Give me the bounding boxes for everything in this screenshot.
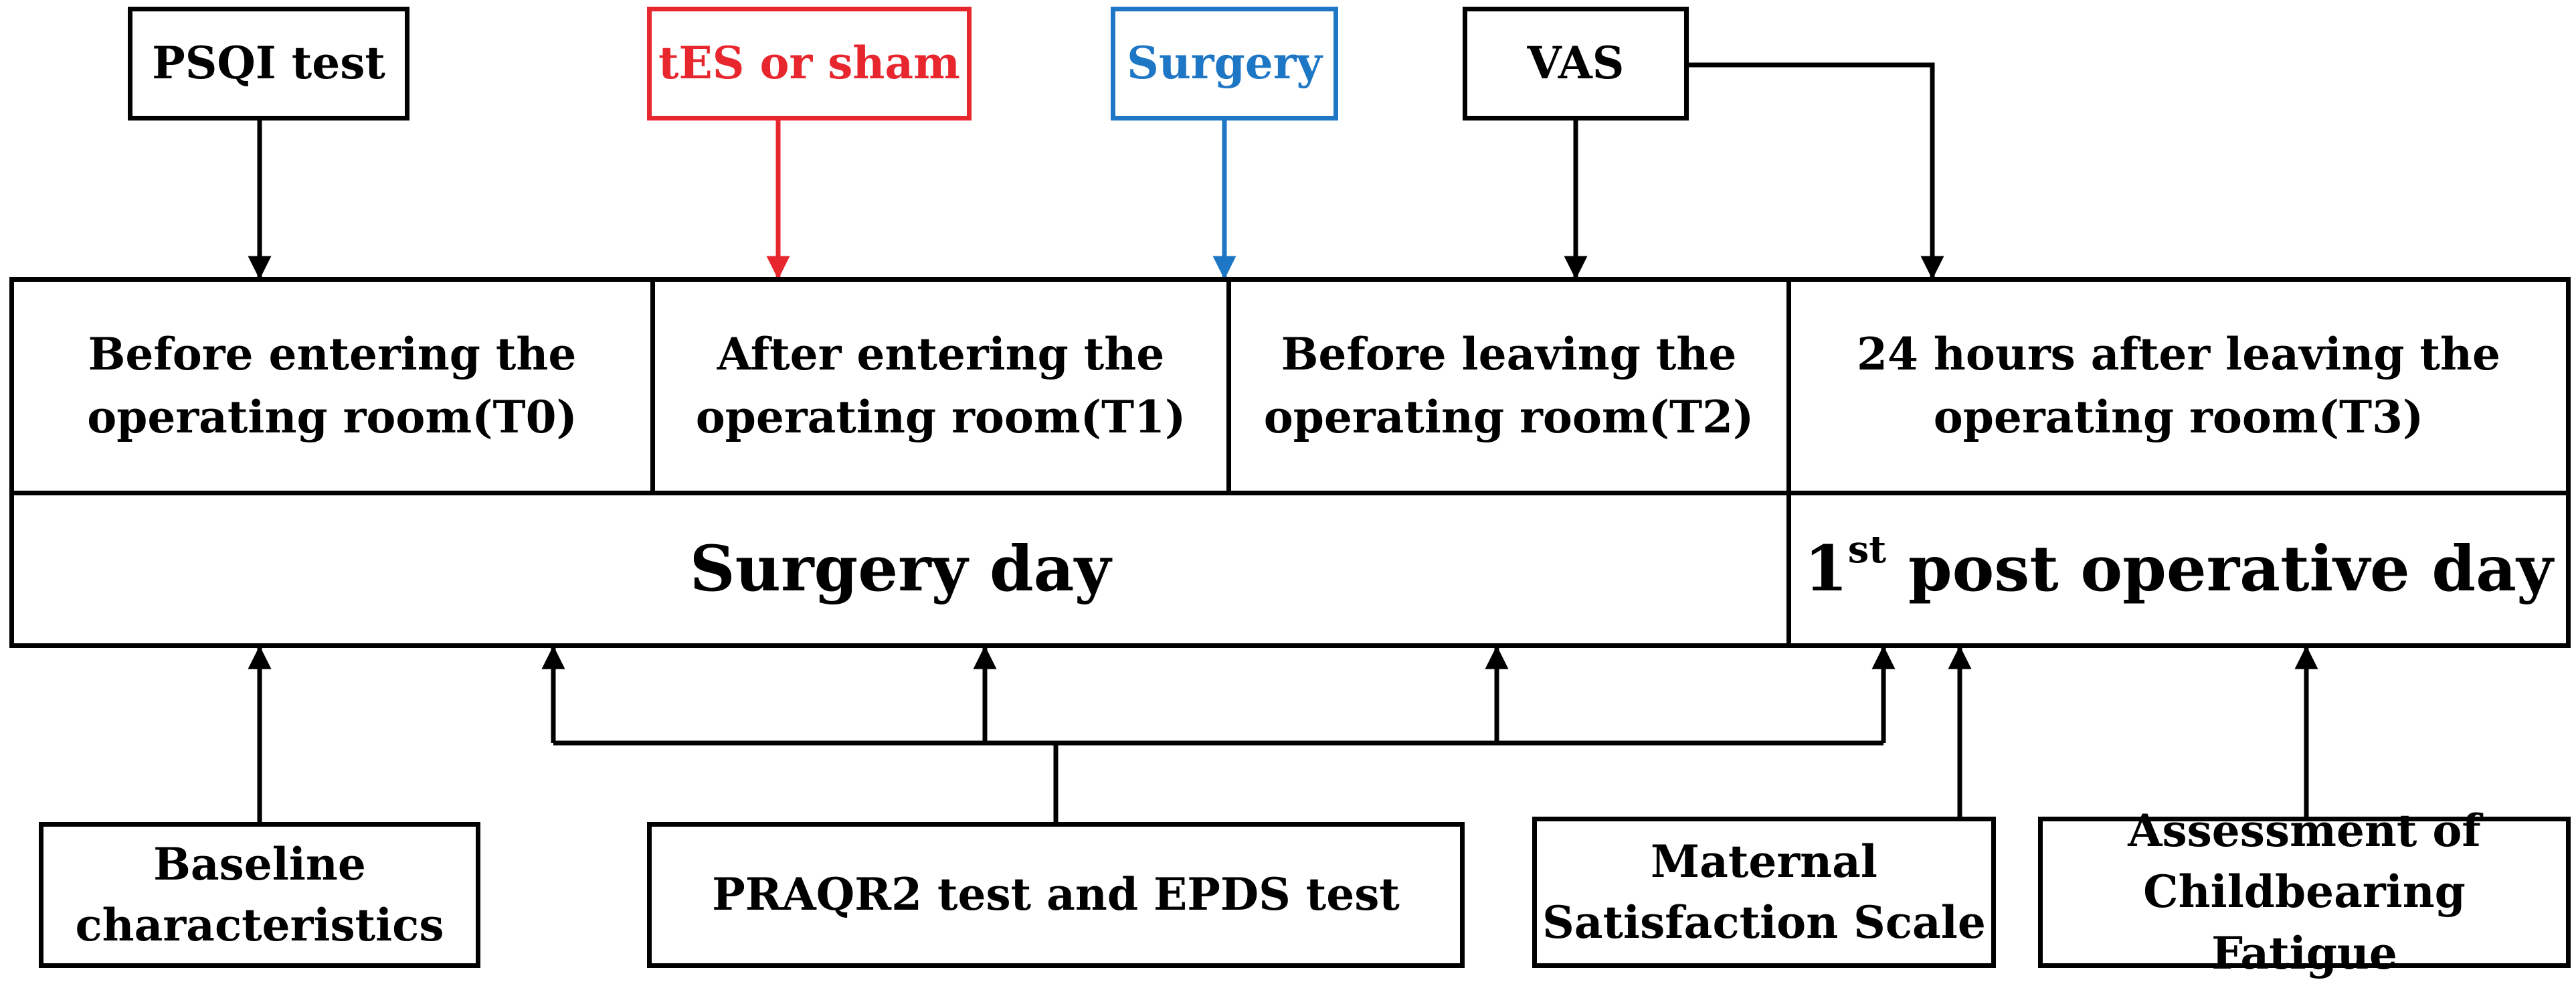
childbearing-fatigue-label: Assessment of Childbearing Fatigue bbox=[2128, 805, 2481, 979]
vas-label: VAS bbox=[1527, 37, 1625, 90]
row-divider bbox=[14, 491, 2566, 495]
baseline-characteristics-label: Baseline characteristics bbox=[75, 837, 444, 951]
tes-or-sham-box: tES or sham bbox=[647, 7, 972, 120]
maternal-satisfaction-label: Maternal Satisfaction Scale bbox=[1542, 835, 1986, 949]
vas-arrow-t3 bbox=[1689, 62, 1944, 280]
maternal-satisfaction-box: Maternal Satisfaction Scale bbox=[1532, 817, 1996, 968]
vas-box: VAS bbox=[1463, 7, 1689, 120]
praqr2-epds-box: PRAQR2 test and EPDS test bbox=[647, 822, 1465, 968]
col-divider-3 bbox=[1786, 282, 1791, 643]
timepoint-t2: Before leaving the operating room(T2) bbox=[1263, 328, 1754, 443]
psqi-test-box: PSQI test bbox=[128, 7, 409, 120]
col-divider-1 bbox=[650, 282, 655, 491]
post-op-day-cell: 1st post operative day bbox=[1791, 495, 2566, 643]
childbearing-fatigue-box: Assessment of Childbearing Fatigue bbox=[2038, 805, 2571, 979]
surgery-day-cell: Surgery day bbox=[14, 495, 1786, 643]
col-divider-2 bbox=[1226, 282, 1231, 491]
tes-or-sham-label: tES or sham bbox=[658, 37, 960, 90]
timepoint-t1: After entering the operating room(T1) bbox=[695, 328, 1186, 443]
surgery-day-label: Surgery day bbox=[689, 531, 1111, 606]
timeline-table: Before entering the operating room(T0) A… bbox=[9, 277, 2571, 648]
psqi-test-label: PSQI test bbox=[152, 37, 385, 90]
timepoint-t0: Before entering the operating room(T0) bbox=[87, 328, 577, 443]
praqr2-epds-label: PRAQR2 test and EPDS test bbox=[712, 868, 1400, 921]
surgery-box: Surgery bbox=[1111, 7, 1338, 120]
timepoint-t3: 24 hours after leaving the operating roo… bbox=[1857, 328, 2500, 443]
surgery-label: Surgery bbox=[1127, 37, 1322, 90]
post-op-day-label: 1st post operative day bbox=[1804, 527, 2553, 606]
baseline-characteristics-box: Baseline characteristics bbox=[39, 822, 480, 968]
